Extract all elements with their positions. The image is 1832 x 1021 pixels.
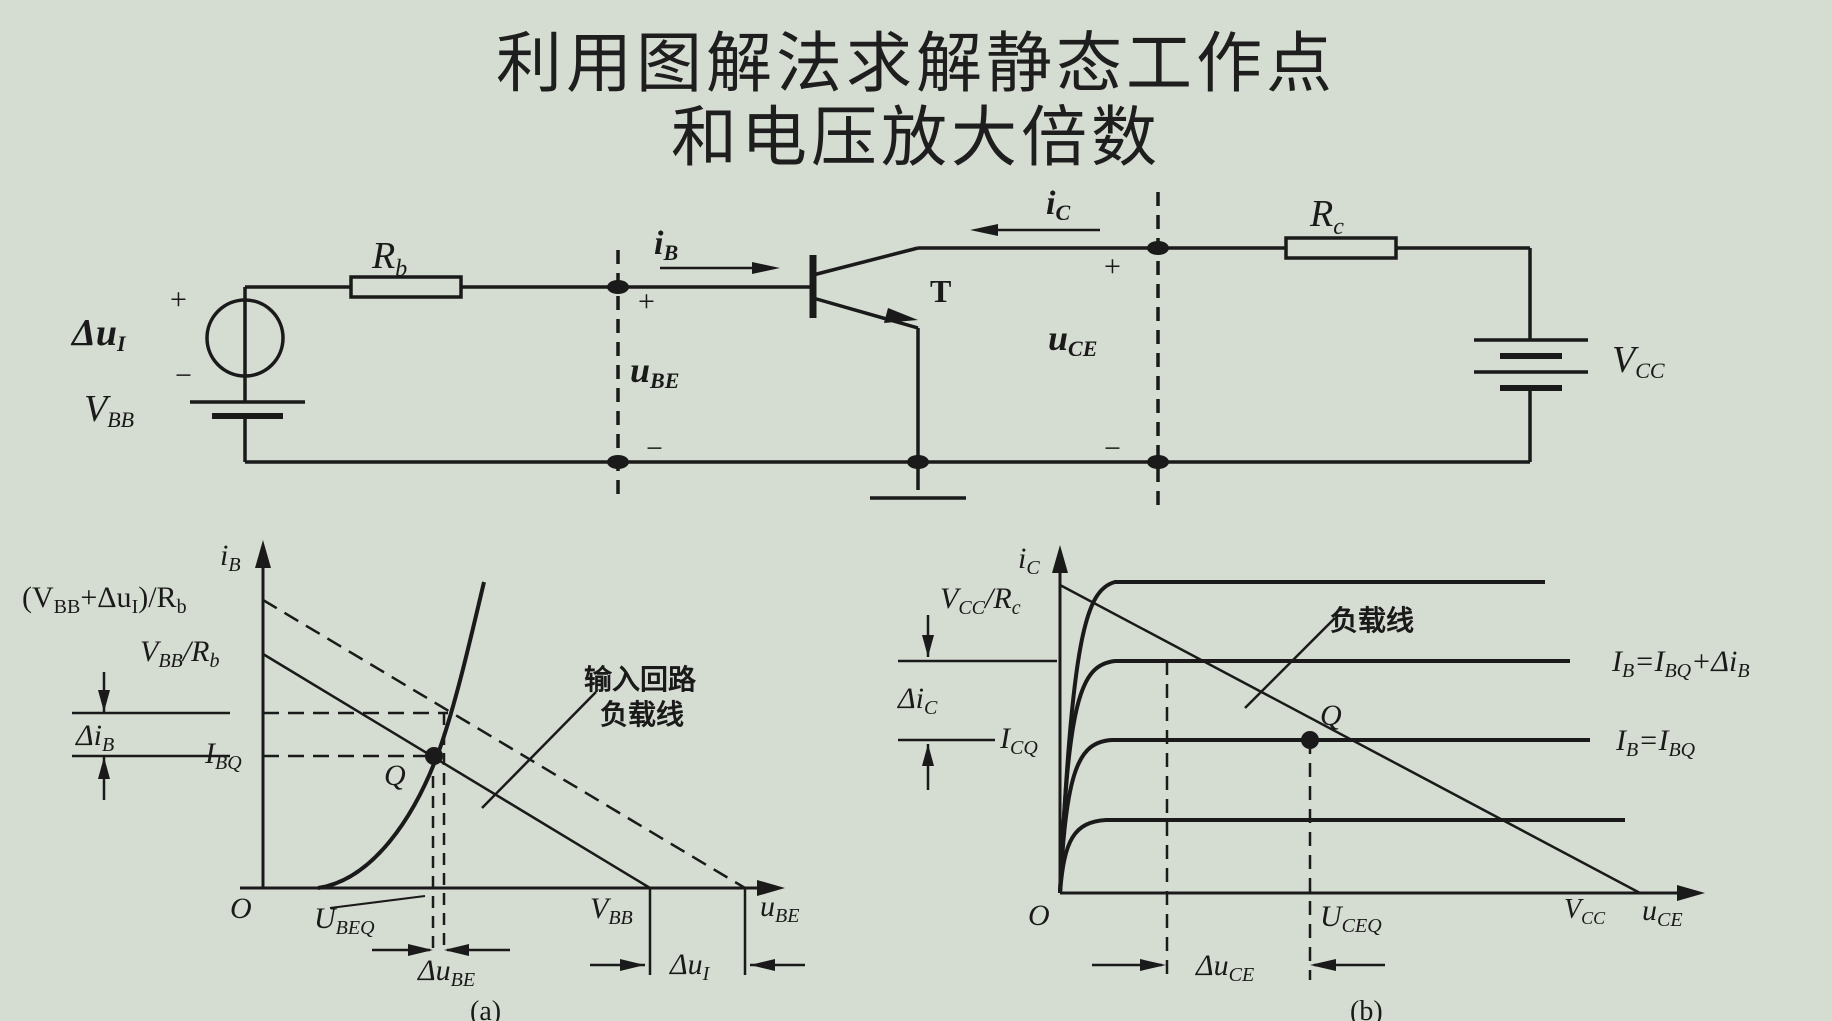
node-emitter [907, 455, 929, 469]
graph-a-x-arrow [757, 880, 785, 896]
graph-b-y-label: iC [1018, 542, 1040, 579]
title-line-2: 和电压放大倍数 [671, 99, 1161, 176]
graph-b-uceq-label: UCEQ [1320, 900, 1382, 937]
vcc-label: VCC [1612, 339, 1665, 383]
node-ground-right [1147, 455, 1169, 469]
graph-a-x-label: uBE [760, 890, 799, 927]
ube-plus: + [638, 285, 655, 318]
graph-b-delta-uce-label: ΔuCE [1195, 949, 1254, 986]
transistor-label: T [930, 273, 951, 309]
graph-b-x-label: uCE [1642, 894, 1683, 931]
graph-a-caption: (a) [470, 996, 501, 1021]
uce-minus: − [1104, 432, 1121, 465]
source-minus: − [175, 359, 192, 392]
title-line-1: 利用图解法求解静态工作点 [496, 25, 1336, 102]
vbb-label: VBB [84, 388, 134, 432]
graph-a-ubeq-label: UBEQ [314, 902, 375, 939]
node-base [607, 280, 629, 294]
graph-a-delta-ube-label: ΔuBE [417, 954, 475, 991]
graph-b-vcc-rc-label: VCC/Rc [940, 582, 1021, 619]
graph-a-q-label: Q [384, 759, 406, 792]
graph-a-vbb-rb-label: VBB/Rb [140, 635, 219, 672]
ib-arrow [752, 262, 780, 274]
graph-b-curve-2 [1058, 659, 1570, 894]
ube-label: uBE [630, 350, 679, 393]
graph-a-y-arrow [255, 540, 271, 568]
source-plus: + [170, 283, 187, 316]
graph-b-y-arrow [1052, 545, 1068, 573]
graph-b-icq-label: ICQ [999, 722, 1038, 759]
graph-b-q-point [1301, 731, 1319, 749]
graph-a-origin: O [230, 892, 252, 925]
graph-b-origin: O [1028, 899, 1050, 932]
graph-b-caption: (b) [1350, 996, 1383, 1021]
graph-a-load-line [262, 652, 651, 890]
graph-b-ib-eq-label: IB=IBQ [1615, 724, 1696, 761]
graph-a-q-point [425, 747, 443, 765]
graph-b-vcc-label: VCC [1564, 894, 1606, 928]
ib-label: iB [654, 225, 678, 265]
graph-a-delta-ui-label: ΔuI [669, 948, 711, 985]
graph-a-vbb-label: VBB [590, 892, 633, 929]
graph-a-ibq-label: IBQ [204, 737, 242, 774]
ic-arrow [970, 224, 998, 236]
graph-b-q-label: Q [1320, 699, 1342, 732]
uce-label: uCE [1048, 318, 1097, 361]
graph-b-curve-3 [1058, 738, 1590, 894]
transistor-emitter-leg [812, 296, 919, 330]
graph-a-top-intercept-label: (VBB+ΔuI)/Rb [22, 581, 187, 618]
rc-label: Rc [1309, 193, 1344, 240]
graph-a-load-line-shifted [262, 598, 746, 890]
ube-minus: − [646, 432, 663, 465]
transistor-collector-leg [812, 246, 919, 277]
graph-b-ib-plus-label: IB=IBQ+ΔiB [1611, 645, 1750, 682]
node-ground-left [607, 455, 629, 469]
graph-a-delta-ib-label: ΔiB [75, 719, 114, 756]
graph-b-delta-ic-label: ΔiC [897, 682, 938, 719]
graph-b-load-line-label: 负载线 [1330, 604, 1414, 637]
graph-b-load-line [1059, 583, 1641, 895]
node-collector [1147, 241, 1169, 255]
uce-plus: + [1104, 250, 1121, 283]
emitter-arrow [884, 308, 918, 323]
graph-a-input-curve [317, 581, 486, 890]
source-label: ΔuI [70, 312, 127, 356]
rb-label: Rb [371, 235, 407, 282]
graph-a-load-line-label-2: 负载线 [600, 698, 684, 731]
graph-a-load-line-label-1: 输入回路 [584, 663, 697, 696]
graph-b-x-arrow [1677, 885, 1705, 901]
graph-a-y-label: iB [220, 539, 241, 576]
graph-b-curve-4 [1058, 818, 1625, 894]
ic-label: iC [1046, 185, 1070, 225]
